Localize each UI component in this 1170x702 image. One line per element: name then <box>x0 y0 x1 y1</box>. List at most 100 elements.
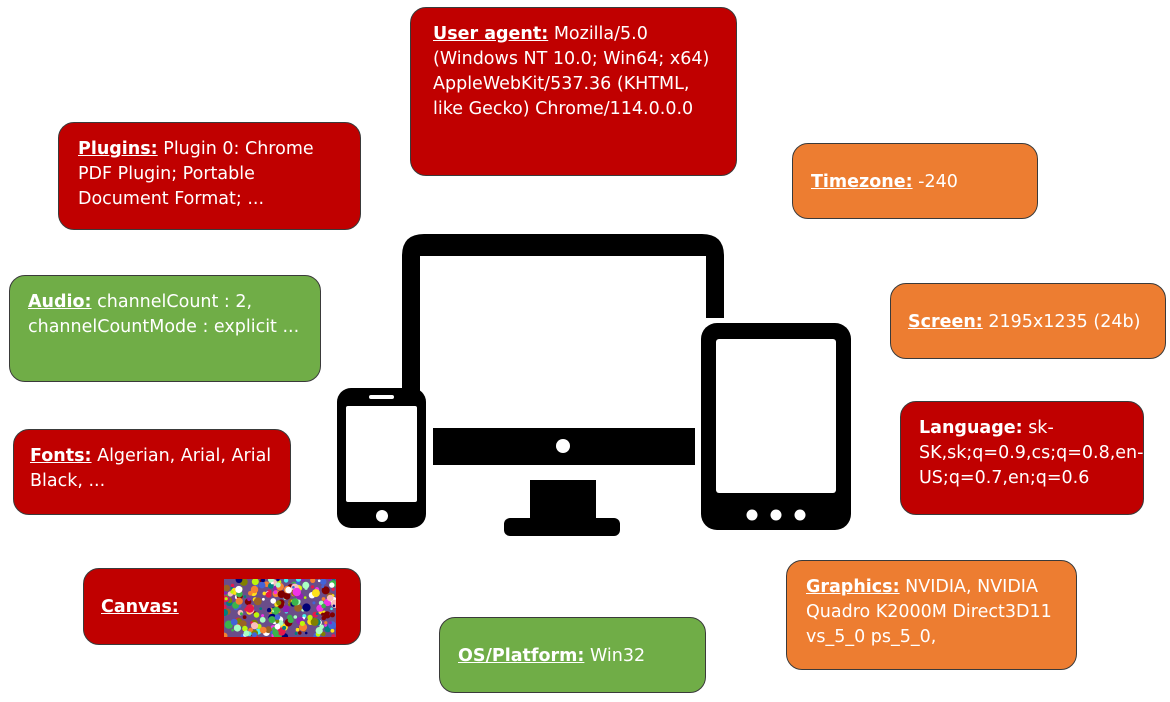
noise-dot <box>275 619 280 624</box>
noise-dot <box>224 609 229 616</box>
noise-dot <box>245 604 255 613</box>
fonts-box: Fonts: Algerian, Arial, Arial Black, ... <box>13 429 291 515</box>
noise-dot <box>324 624 327 627</box>
noise-dot <box>224 584 230 592</box>
noise-dot <box>320 579 327 585</box>
noise-dot <box>331 634 336 637</box>
user-agent-label: User agent: <box>433 24 549 44</box>
noise-dot <box>274 623 281 630</box>
noise-dot <box>252 632 257 637</box>
canvas-fingerprint-noise-icon <box>224 579 336 637</box>
noise-dot <box>299 620 305 626</box>
noise-dot <box>243 595 247 598</box>
noise-dot <box>321 585 325 588</box>
noise-dot <box>248 591 253 596</box>
noise-dot <box>315 612 319 616</box>
noise-dot <box>282 625 287 630</box>
noise-dot <box>251 622 259 630</box>
noise-dot <box>239 620 247 628</box>
language-box: Language: sk-SK,sk;q=0.9,cs;q=0.8,en-US;… <box>900 401 1144 515</box>
noise-dot <box>285 586 292 594</box>
graphics-value: NVIDIA, NVIDIA Quadro K2000M Direct3D11 … <box>806 577 1052 647</box>
noise-dot <box>292 586 295 589</box>
language-value: sk-SK,sk;q=0.9,cs;q=0.8,en-US;q=0.7,en;q… <box>919 418 1144 488</box>
noise-dot <box>265 626 272 634</box>
noise-dot <box>311 589 320 598</box>
noise-dot <box>292 587 301 597</box>
plugins-label: Plugins: <box>78 139 158 159</box>
noise-dot <box>250 585 259 594</box>
phone-icon <box>337 388 426 528</box>
noise-dot <box>230 618 238 626</box>
audio-value: channelCount : 2, channelCountMode : exp… <box>28 292 300 337</box>
graphics-box: Graphics: NVIDIA, NVIDIA Quadro K2000M D… <box>786 560 1077 670</box>
timezone-value: -240 <box>918 171 958 192</box>
noise-dot <box>224 604 227 610</box>
os-platform-label: OS/Platform: <box>458 645 585 666</box>
timezone-box: Timezone: -240 <box>792 143 1038 219</box>
noise-dot <box>273 606 280 614</box>
noise-dot <box>326 594 334 602</box>
noise-dot <box>259 626 267 634</box>
noise-dot <box>295 579 302 582</box>
noise-dot <box>253 597 262 606</box>
noise-dot <box>310 617 319 626</box>
noise-dot <box>307 614 313 621</box>
noise-dot <box>317 579 321 583</box>
noise-dot <box>242 615 247 619</box>
noise-dot <box>332 604 336 608</box>
noise-dot <box>274 614 281 620</box>
graphics-label: Graphics: <box>806 577 900 597</box>
plugins-value: Plugin 0: Chrome PDF Plugin; Portable Do… <box>78 139 314 209</box>
noise-dot <box>261 614 265 618</box>
noise-dot <box>262 591 267 596</box>
noise-dot <box>328 621 332 625</box>
noise-dot <box>235 585 243 594</box>
noise-dot <box>259 616 266 623</box>
noise-dot <box>321 631 326 637</box>
noise-dot <box>258 581 266 589</box>
noise-dot <box>268 616 276 624</box>
noise-dot <box>283 579 289 583</box>
noise-dot <box>329 612 335 618</box>
audio-box: Audio: channelCount : 2, channelCountMod… <box>9 275 321 382</box>
noise-dot <box>276 600 282 606</box>
noise-dot <box>321 597 326 601</box>
noise-dot <box>324 621 328 625</box>
noise-dot <box>295 627 300 632</box>
noise-dot <box>315 627 323 635</box>
noise-dot <box>242 625 248 632</box>
plugins-box: Plugins: Plugin 0: Chrome PDF Plugin; Po… <box>58 122 361 230</box>
noise-dot <box>310 585 315 589</box>
noise-dot <box>321 612 325 616</box>
noise-dot <box>262 597 265 601</box>
noise-dot <box>301 579 305 582</box>
noise-dot <box>330 607 333 611</box>
noise-dot <box>294 632 298 635</box>
noise-dot <box>231 628 234 632</box>
noise-dot <box>265 591 272 598</box>
noise-dot <box>243 630 250 637</box>
screen-label: Screen: <box>908 311 983 332</box>
noise-dot <box>331 587 335 591</box>
noise-dot <box>224 597 228 601</box>
language-label: Language: <box>919 418 1023 438</box>
screen-value: 2195x1235 (24b) <box>988 311 1141 332</box>
tablet-icon <box>701 323 851 530</box>
os-platform-box: OS/Platform: Win32 <box>439 617 706 693</box>
user-agent-value: Mozilla/5.0 (Windows NT 10.0; Win64; x64… <box>433 24 710 119</box>
canvas-label: Canvas: <box>101 597 179 617</box>
noise-dot <box>302 581 310 589</box>
noise-dot <box>287 617 294 624</box>
noise-dot <box>268 579 274 583</box>
noise-dot <box>321 586 330 595</box>
canvas-box: Canvas: <box>83 568 361 645</box>
noise-dot <box>293 615 298 619</box>
noise-dot <box>251 579 259 586</box>
noise-dot <box>294 604 302 612</box>
audio-label: Audio: <box>28 292 92 312</box>
fonts-value: Algerian, Arial, Arial Black, ... <box>30 446 272 491</box>
noise-dot <box>310 579 316 583</box>
noise-dot <box>224 591 228 595</box>
